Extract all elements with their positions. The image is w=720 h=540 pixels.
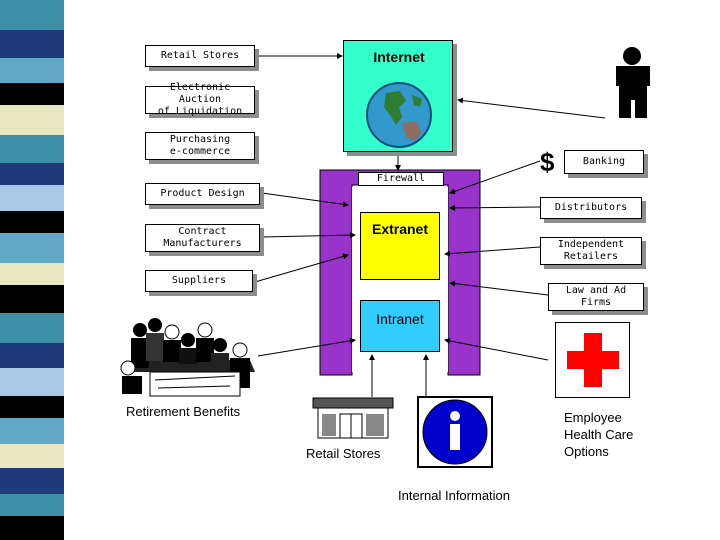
contract-manufacturers-box: Contract Manufacturers (145, 224, 260, 252)
purchasing-box: Purchasing e-commerce (145, 132, 255, 160)
retirement-benefits-label: Retirement Benefits (126, 404, 241, 419)
retail-stores-box: Retail Stores (145, 45, 255, 67)
retail-stores-label: Retail Stores (306, 446, 381, 461)
product-design-box: Product Design (145, 183, 260, 205)
banking-box: Banking (564, 150, 644, 174)
distributors-box: Distributors (540, 197, 642, 219)
red-cross-icon (555, 322, 630, 398)
globe-icon (366, 82, 432, 148)
intranet-label: Intranet (376, 311, 424, 327)
decorative-stripe (0, 0, 64, 540)
internet-label: Internet (373, 49, 425, 65)
dollar-icon: $ (540, 147, 555, 177)
extranet-label: Extranet (371, 221, 429, 237)
law-ad-firms-box: Law and Ad Firms (548, 283, 644, 311)
intranet-box: Intranet (360, 300, 440, 352)
internet-box: Internet (343, 40, 453, 152)
electronic-auction-box: Electronic Auction of Liquidation (145, 82, 255, 117)
independent-retailers-box: Independent Retailers (540, 237, 642, 265)
internal-information-label: Internal Information (398, 488, 511, 503)
firewall-label: Firewall (358, 172, 444, 186)
suppliers-box: Suppliers (145, 270, 253, 292)
extranet-box: Extranet (360, 212, 440, 280)
employee-health-care-label: Employee Health Care Options (564, 410, 634, 459)
